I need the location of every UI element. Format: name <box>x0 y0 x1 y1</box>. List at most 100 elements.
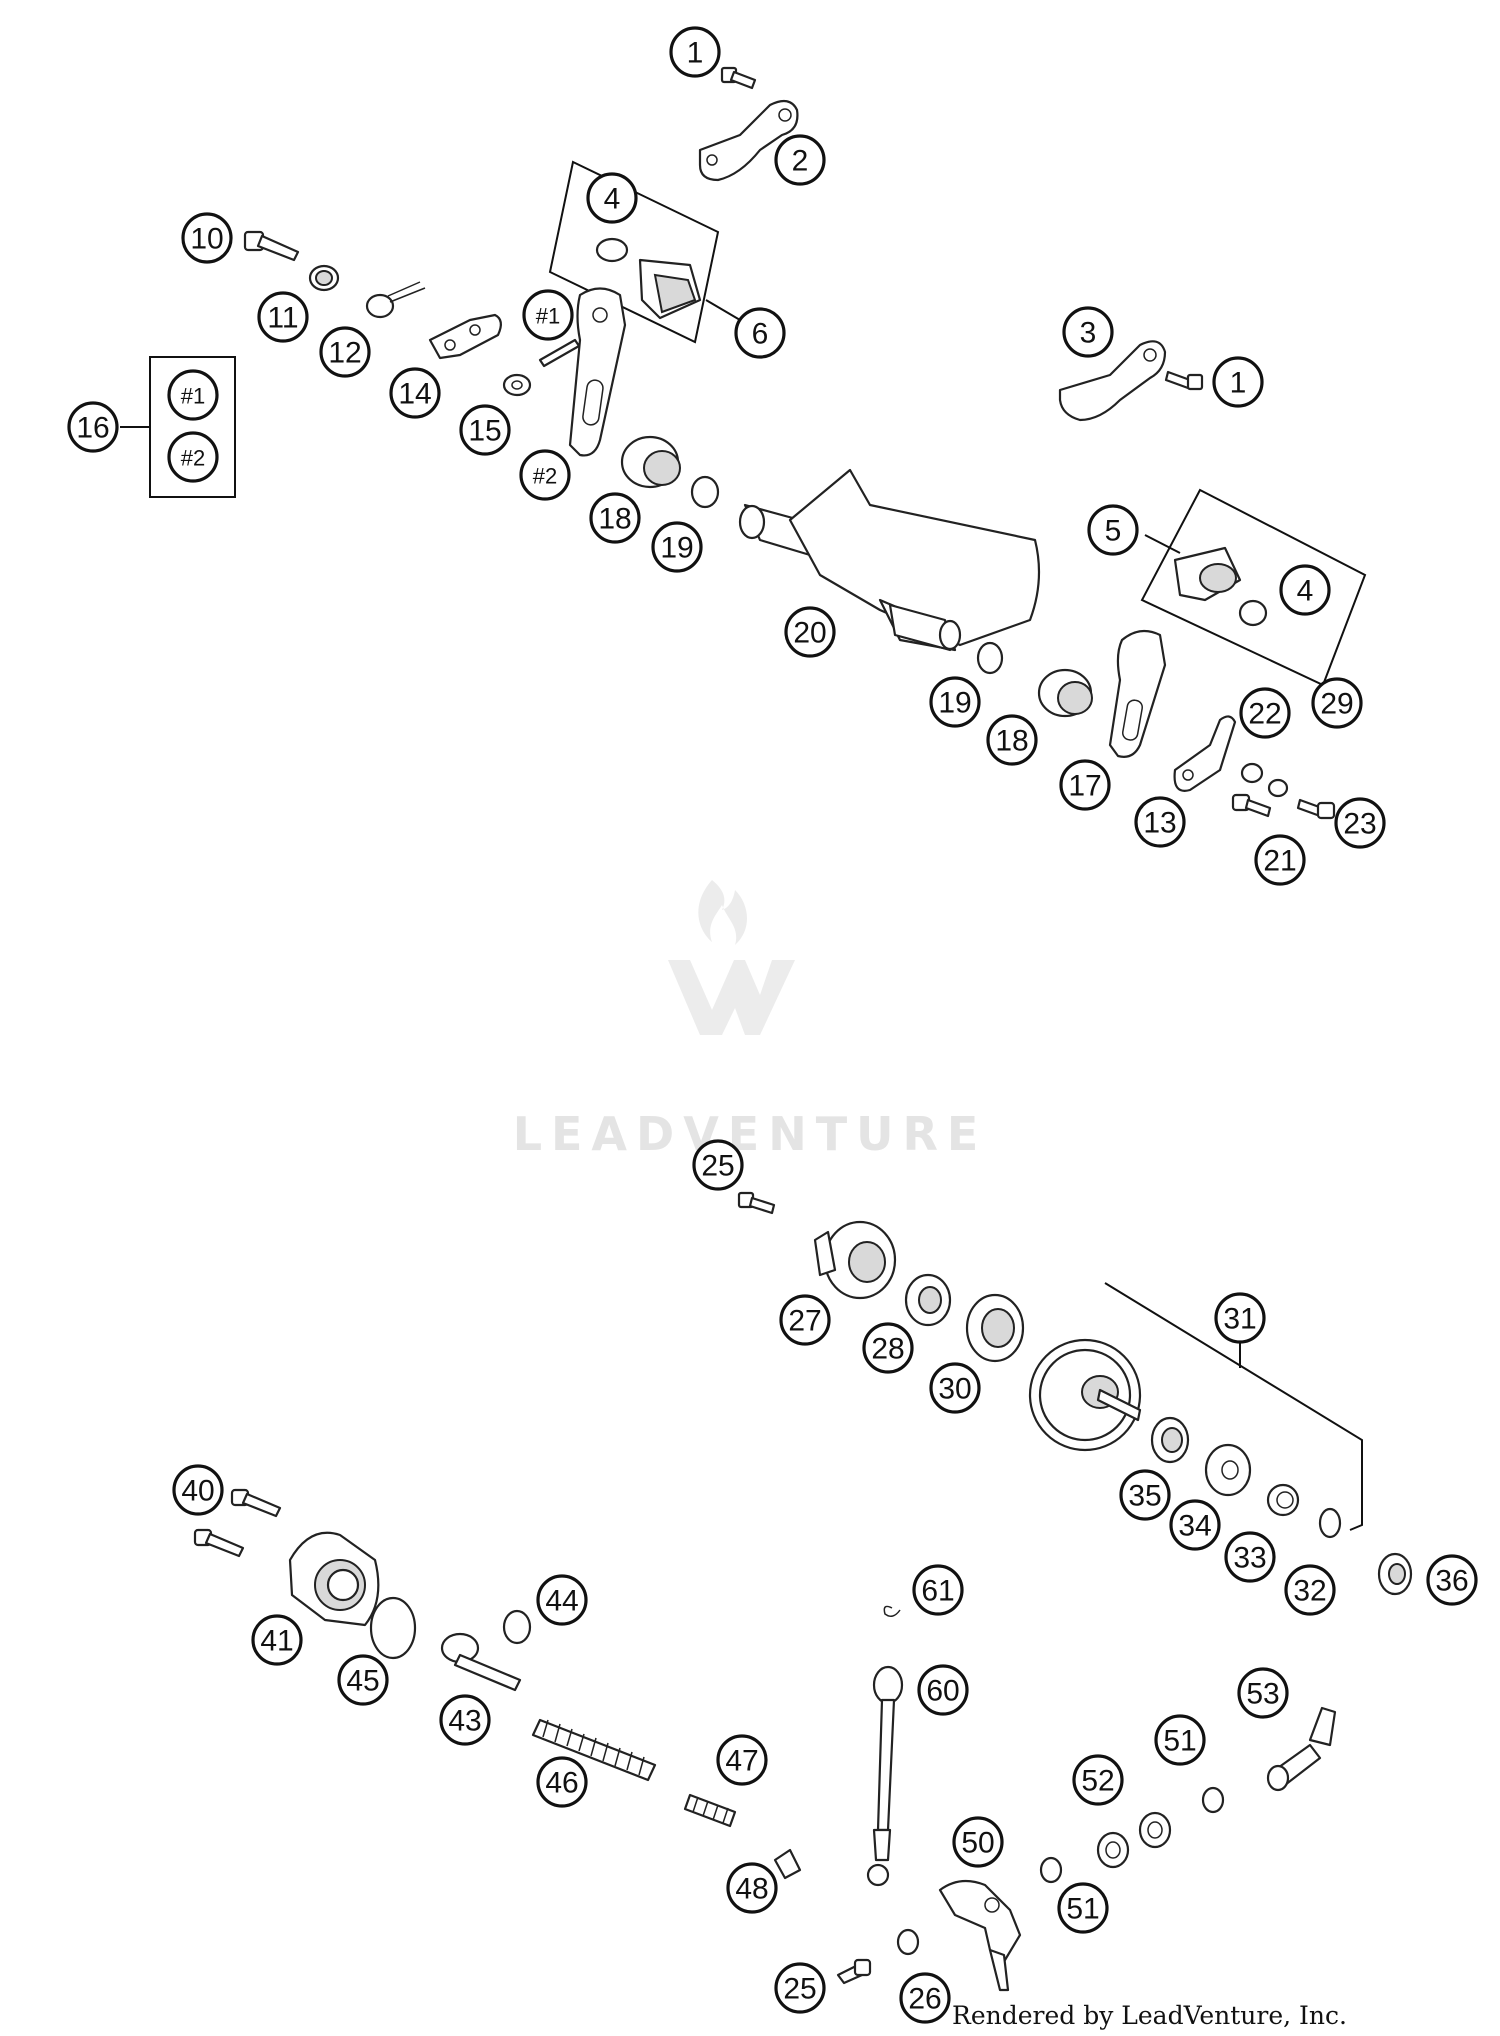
callout-circle <box>1284 1564 1336 1616</box>
callout-c30: 30 <box>929 1362 981 1414</box>
callout-c3: 3 <box>1062 306 1114 358</box>
callout-c13: 13 <box>1134 796 1186 848</box>
callout-label: 23 <box>1343 808 1376 841</box>
bushings-part-52 <box>1096 1811 1172 1869</box>
o-ring-part-19b <box>976 641 1004 675</box>
callout-circle <box>172 1464 224 1516</box>
parts <box>193 66 1413 1992</box>
bushing-part-18a <box>620 435 681 489</box>
callout-c11: 11 <box>257 291 309 343</box>
callout-label: 30 <box>938 1373 971 1406</box>
bracket-part-3 <box>1058 340 1167 422</box>
callout-c32: 32 <box>1284 1564 1336 1616</box>
bolt-part-10 <box>243 230 300 262</box>
callout-c61: 61 <box>912 1564 964 1616</box>
callout-c31: 31 <box>1214 1292 1266 1344</box>
callout-c5: 5 <box>1087 504 1139 556</box>
callout-c14: 14 <box>389 367 441 419</box>
callout-c23: 23 <box>1334 797 1386 849</box>
housing-part-41 <box>288 1531 380 1627</box>
screw-part-25b <box>836 1958 872 1985</box>
callout-c4a: 4 <box>586 172 638 224</box>
callout-c60: 60 <box>917 1664 969 1716</box>
callout-label: 25 <box>701 1150 734 1183</box>
callout-circle <box>337 1654 389 1706</box>
callout-circle <box>774 134 826 186</box>
callout-circle <box>651 521 703 573</box>
callout-circle <box>459 404 511 456</box>
callout-c47: 47 <box>716 1734 768 1786</box>
callout-circle <box>536 1756 588 1808</box>
callout-label: 36 <box>1435 1565 1468 1598</box>
clip-part-12 <box>365 281 426 319</box>
callout-circle <box>734 307 786 359</box>
callout-circle <box>181 212 233 264</box>
callout-label: 6 <box>752 318 769 351</box>
callout-label: 53 <box>1246 1678 1279 1711</box>
callout-circle <box>1134 796 1186 848</box>
bolts-part-40 <box>193 1488 282 1558</box>
callout-c44: 44 <box>536 1574 588 1626</box>
callout-label: 18 <box>995 725 1028 758</box>
callout-circle <box>1212 356 1264 408</box>
callout-label: 43 <box>448 1705 481 1738</box>
plate-part-13 <box>1173 715 1237 792</box>
callout-circle <box>1224 1531 1276 1583</box>
callout-c29: 29 <box>1311 677 1363 729</box>
callout-label: 44 <box>545 1585 578 1618</box>
callout-circle <box>167 369 219 421</box>
callout-label: 51 <box>1163 1725 1196 1758</box>
callout-c4b: 4 <box>1279 564 1331 616</box>
callout-c25b: 25 <box>774 1962 826 2014</box>
callout-circle <box>519 449 571 501</box>
washer-part-22 <box>1240 762 1264 784</box>
washer-part-51a <box>1201 1786 1225 1814</box>
callout-c1b: 1 <box>1212 356 1264 408</box>
o-ring-part-19a <box>690 475 720 509</box>
callout-label: 45 <box>346 1665 379 1698</box>
callout-label: 48 <box>735 1873 768 1906</box>
callout-label: 19 <box>660 532 693 565</box>
callout-label: 20 <box>793 617 826 650</box>
callout-label: 4 <box>604 183 621 216</box>
leader-lines <box>120 160 1367 1531</box>
callout-circle <box>929 1362 981 1414</box>
callout-circle <box>899 1972 951 2024</box>
callout-label: 18 <box>598 503 631 536</box>
callout-label: 26 <box>908 1983 941 2016</box>
callout-c6: 6 <box>734 307 786 359</box>
callout-c27: 27 <box>779 1294 831 1346</box>
callout-label: 60 <box>926 1675 959 1708</box>
callout-circle <box>929 676 981 728</box>
callout-c50: 50 <box>952 1816 1004 1868</box>
callout-c33: 33 <box>1224 1531 1276 1583</box>
callout-cH1: #1 <box>522 289 574 341</box>
washer-part-35 <box>1150 1416 1190 1464</box>
callout-circle <box>1311 677 1363 729</box>
plate-part-14 <box>428 313 502 360</box>
callout-label: 34 <box>1178 1510 1211 1543</box>
callout-circle <box>167 431 219 483</box>
callout-circle <box>774 1962 826 2014</box>
callout-c26: 26 <box>899 1972 951 2024</box>
bracket-part-2 <box>698 99 799 182</box>
callout-markers: 12461011121415#1#216#1#21819315420191817… <box>67 26 1478 2024</box>
gear-part-31 <box>1028 1338 1142 1452</box>
screw-part-25a <box>737 1191 776 1215</box>
callout-circle <box>589 492 641 544</box>
callout-c16h1: #1 <box>167 369 219 421</box>
callout-circle <box>1237 1667 1289 1719</box>
callout-label: 19 <box>938 687 971 720</box>
callout-circle <box>1062 306 1114 358</box>
callout-cH2: #2 <box>519 449 571 501</box>
callout-circle <box>716 1734 768 1786</box>
callout-c2: 2 <box>774 134 826 186</box>
callout-label: 27 <box>788 1305 821 1338</box>
callout-circle <box>536 1574 588 1626</box>
rod-part-60 <box>866 1665 904 1887</box>
callout-label: 32 <box>1293 1575 1326 1608</box>
callout-label: 11 <box>267 302 298 335</box>
callout-c34: 34 <box>1169 1499 1221 1551</box>
callout-circle <box>1059 759 1111 811</box>
